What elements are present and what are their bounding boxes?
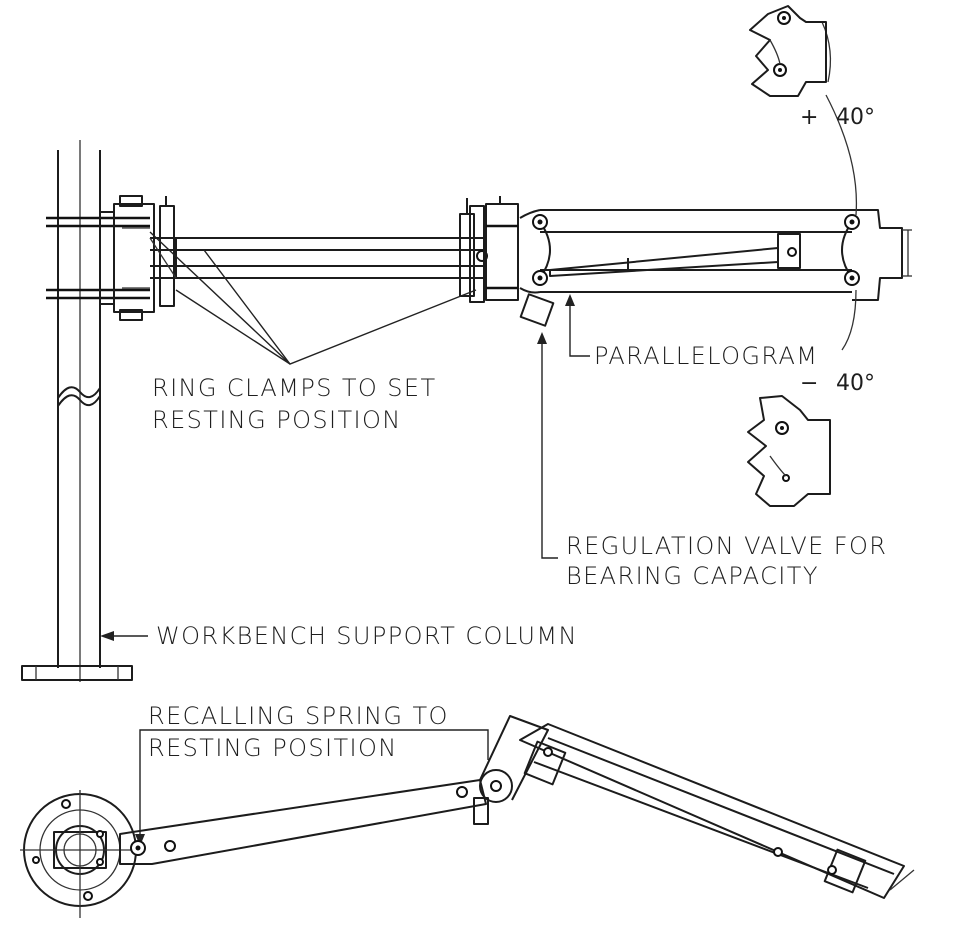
plus-40-detail [749,5,827,97]
ring-clamps-label-line1: RING CLAMPS TO SET [152,374,437,402]
angle-arc [821,21,858,351]
plus-sign: + [800,105,818,130]
parallelogram-label: PARALLELOGRAM [594,342,818,370]
parallelogram-arm [519,209,912,301]
ring-clamps-label-line2: RESTING POSITION [152,406,402,434]
recalling-spring-label-line2: RESTING POSITION [148,734,398,762]
leader-lines [100,231,590,846]
plus-angle-value: 40° [836,105,875,130]
column-clamp [46,195,175,321]
plan-joint [479,715,549,803]
minus-40-detail [747,395,831,507]
minus-sign: − [800,371,818,396]
first-arm [149,237,488,279]
plan-parallelogram [519,723,915,899]
workbench-column-label: WORKBENCH SUPPORT COLUMN [156,622,578,650]
regulation-valve-label-line1: REGULATION VALVE FOR [566,532,887,560]
plan-base [20,790,140,918]
plan-first-arm [119,779,489,865]
second-joint [459,196,555,327]
minus-angle-value: 40° [836,371,875,396]
regulation-valve-label-line2: BEARING CAPACITY [566,562,819,590]
support-column [21,140,133,682]
recalling-spring-label-line1: RECALLING SPRING TO [148,702,449,730]
